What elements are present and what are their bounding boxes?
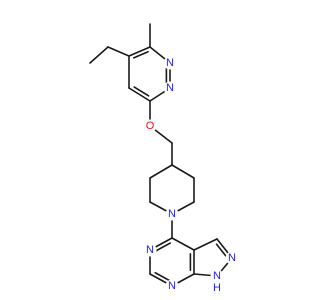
bond-pip_c4-pip_c3 [171, 164, 195, 179]
atom-pp_n2-mask [225, 251, 239, 265]
bond-pp_c3a-pp_c3 [193, 238, 218, 251]
atom-ether_o-label: O [146, 120, 155, 132]
atom-pp_n1-h-mask [211, 282, 223, 294]
atom-pp_n1-hydrogen-label: H [213, 282, 221, 294]
atom-pp_n5: N [143, 243, 157, 257]
atom-pyd_n1-label: N [166, 57, 174, 69]
atom-pyd_n2-label: N [166, 82, 174, 94]
bond-pyd_c3-pyd_c4-second-line [133, 86, 150, 97]
atom-pip_n1: N [165, 207, 179, 221]
bond-ethyl_ch2-pyd_c5 [107, 46, 130, 57]
atom-ether_o-mask [143, 119, 157, 133]
atom-pp_n7: N [165, 279, 179, 293]
atom-pp_n1-label: N [213, 270, 221, 282]
atom-pyd_n1: N [163, 56, 177, 70]
bond-pyd_c5-pyd_c6-second-line [132, 50, 149, 59]
atom-pp_n2-label: N [228, 252, 236, 264]
atom-pip_n1-mask [165, 207, 179, 221]
atom-pp_n5-mask [143, 243, 157, 257]
atom-pip_n1-label: N [168, 208, 176, 220]
bond-pp_c3-pp_n2-second-line [215, 243, 228, 258]
bond-pip_c5-pip_c4 [149, 164, 173, 179]
atom-pp_n2: N [225, 251, 239, 265]
bond-pyd_c3-pyd_c4 [128, 87, 151, 102]
bond-pp_c3a-pp_c4 [171, 237, 195, 251]
atom-pp_n7-label: N [168, 280, 176, 292]
bond-pp_c6-pp_n7-second-line [154, 271, 172, 282]
atom-pyd_n1-mask [163, 56, 177, 70]
bond-ethyl_ch3-ethyl_ch2 [89, 46, 109, 64]
atom-pp_n1-mask [210, 269, 224, 283]
atom-pyd_n2-mask [163, 81, 177, 95]
bond-pyd_c5-pyd_c6 [128, 46, 151, 57]
atom-ether_o: O [143, 119, 157, 133]
bond-pp_c4-pp_n5-second-line [154, 242, 172, 253]
atom-pp_n7-mask [165, 279, 179, 293]
atom-pp_n1: NH [210, 269, 224, 294]
atom-pp_n5-label: N [146, 244, 154, 256]
bond-layer [89, 23, 233, 287]
atom-pyd_n2: N [163, 81, 177, 95]
